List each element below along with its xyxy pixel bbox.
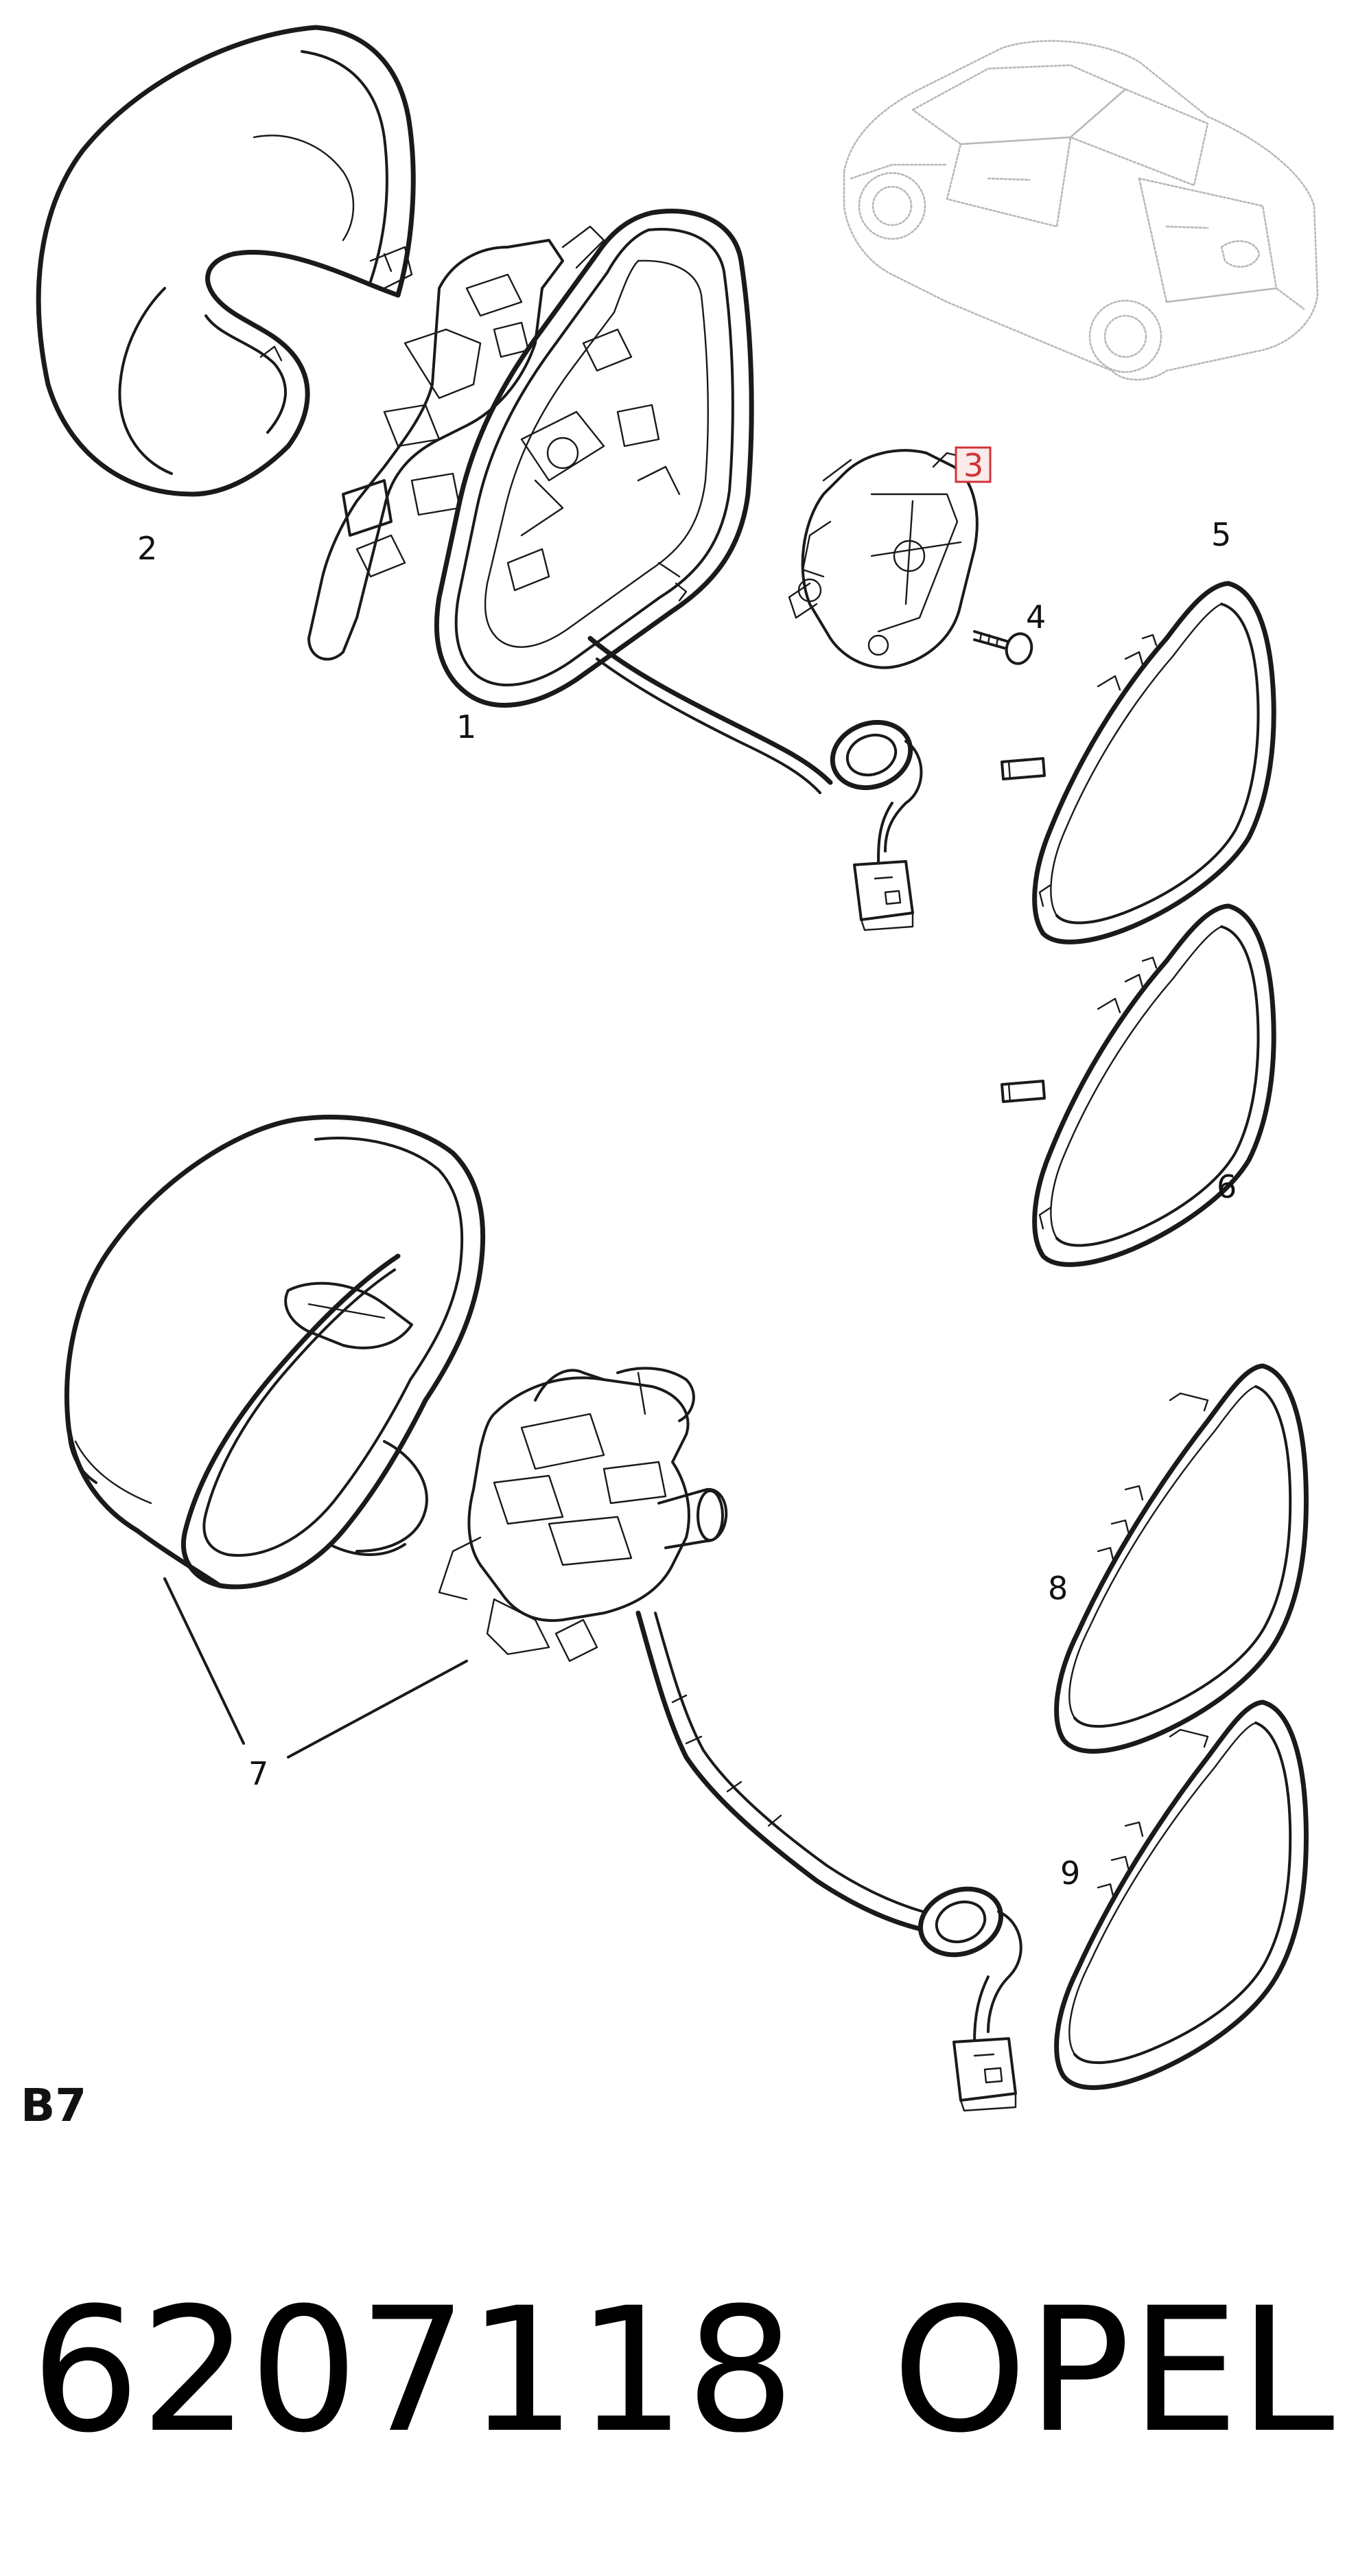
part-7-mirror-assembly xyxy=(65,1114,1022,2112)
callout-6: 6 xyxy=(1217,1168,1237,1205)
callout-2: 2 xyxy=(137,530,157,567)
part-9-mirror-glass xyxy=(1054,1699,1309,2090)
part-8-mirror-glass xyxy=(1054,1363,1309,1754)
callout-3: 3 xyxy=(963,447,983,484)
part-number: 6207118 xyxy=(31,2271,795,2470)
callout-3-highlight-box xyxy=(955,446,992,483)
car-thumbnail xyxy=(843,40,1319,381)
callout-4: 4 xyxy=(1026,599,1046,636)
section-label: B7 xyxy=(21,2079,86,2132)
callout-1: 1 xyxy=(456,708,476,745)
callout-5: 5 xyxy=(1211,516,1231,553)
part-4-screw xyxy=(973,630,1033,665)
part-2-mirror-cover xyxy=(36,25,416,497)
callout-7: 7 xyxy=(248,1755,268,1792)
part-5-mirror-glass xyxy=(1001,581,1276,944)
part-6-mirror-glass xyxy=(1001,903,1276,1267)
part-3-actuator xyxy=(788,449,979,669)
callout-8: 8 xyxy=(1048,1570,1068,1607)
brand-name: OPEL xyxy=(892,2271,1335,2470)
part-1-mirror-frame xyxy=(307,209,923,931)
callout-9: 9 xyxy=(1060,1855,1080,1892)
